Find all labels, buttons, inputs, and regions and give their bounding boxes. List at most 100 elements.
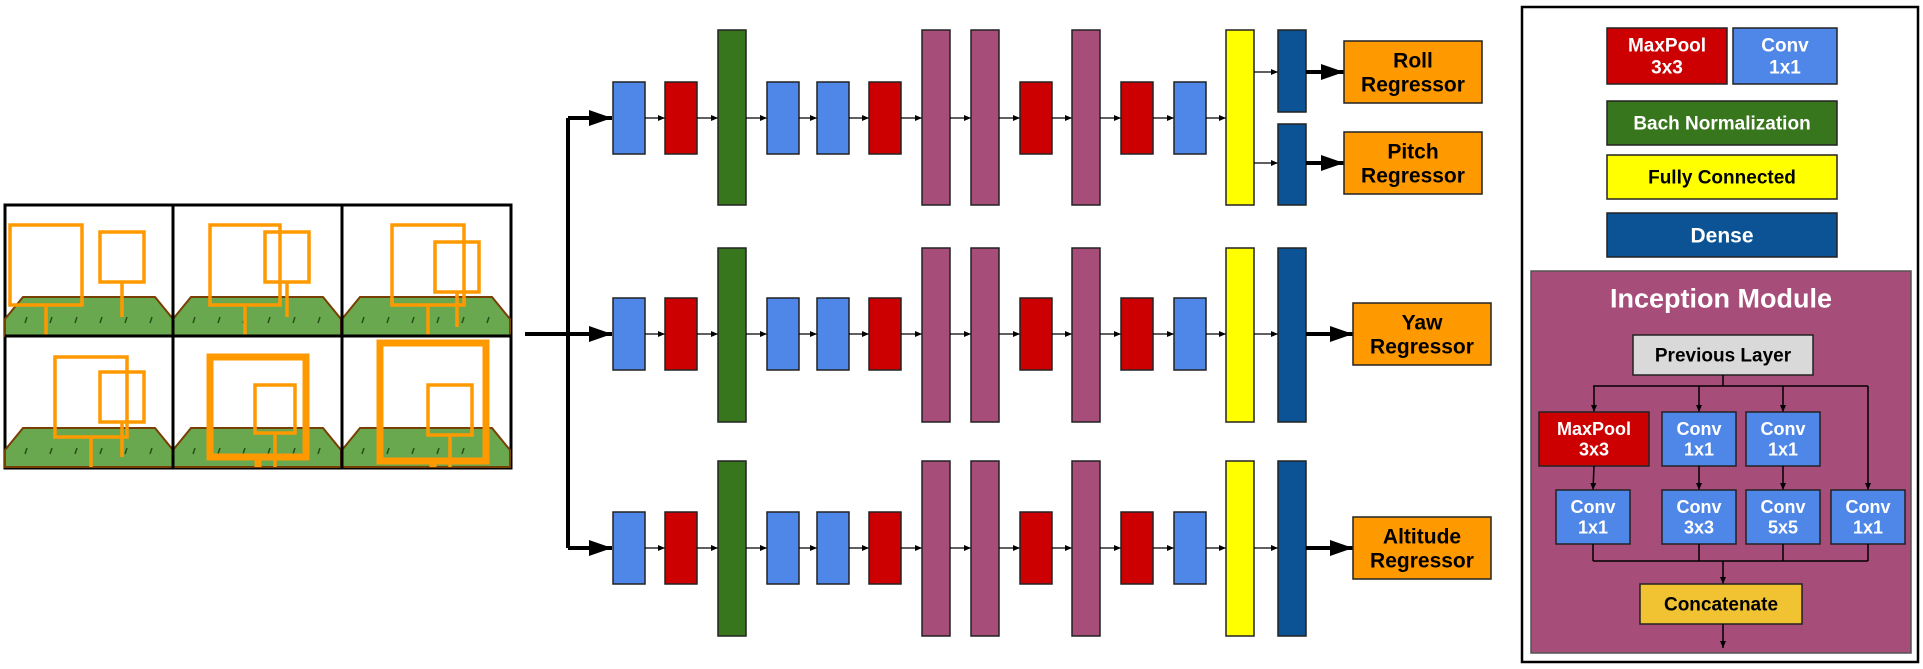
grass-tuft [192,447,196,455]
legend-conv [1732,27,1838,85]
grass-ground [341,296,511,337]
grass-tuft [386,316,390,324]
grass-tuft [317,316,321,324]
inception-layer [970,460,1000,637]
grass-tuft [361,447,365,455]
inception-row1-block [1745,411,1821,467]
input-images-grid [3,203,513,470]
grass-tuft [24,447,28,455]
grass-ground [4,427,174,468]
concatenate-label: Concatenate [1664,595,1778,616]
grass-tuft [411,316,415,324]
previous-layer-label: Previous Layer [1655,346,1792,367]
grass-tuft [192,316,196,324]
conv-layer [766,81,800,155]
grass-tuft [74,316,78,324]
dense-layer [1277,460,1307,637]
maxpool-layer [1019,297,1053,371]
legend-dense-label: Dense [1690,224,1753,247]
grass-tuft [436,447,440,455]
grass-tuft [461,447,465,455]
conv-layer [816,511,850,585]
grass-tuft [411,447,415,455]
maxpool-layer [868,511,902,585]
inception-layer [1071,460,1101,637]
grass-tuft [292,447,296,455]
grass-tuft [486,316,490,324]
maxpool-layer [664,297,698,371]
grass-tuft [217,316,221,324]
legend-fc [1606,154,1838,200]
grass-tuft [24,316,28,324]
conv-layer [1173,297,1207,371]
conv-layer [612,81,646,155]
inception-row2-block [1745,489,1821,545]
inception-layer [921,247,951,423]
regressor-output [1352,516,1492,580]
maxpool-layer [1120,511,1154,585]
maxpool-layer [664,511,698,585]
grass-ground [4,296,174,337]
legend-fc-label: Fully Connected [1648,168,1796,189]
grass-tuft [149,447,153,455]
dense-layer [1277,123,1307,206]
grass-tuft [124,447,128,455]
inception-row2-block [1555,489,1631,545]
grass-tuft [436,316,440,324]
conv-layer [766,511,800,585]
maxpool-layer [1120,297,1154,371]
fc-layer [1225,460,1255,637]
fc-layer [1225,29,1255,206]
inception-title: Inception Module [1610,283,1832,313]
connector-arrow [1590,465,1597,491]
fc-layer [1225,247,1255,423]
conv-layer [1173,511,1207,585]
maxpool-layer [1120,81,1154,155]
conv-layer [766,297,800,371]
inception-layer [1071,29,1101,206]
grass-tuft [267,316,271,324]
grass-tuft [149,316,153,324]
grass-tuft [242,447,246,455]
grass-tuft [292,316,296,324]
conv-layer [816,297,850,371]
connections [525,110,612,556]
dense-layer [1277,247,1307,423]
inception-layer [921,29,951,206]
concatenate-box [1639,583,1803,625]
maxpool-layer [1019,81,1053,155]
grass-tuft [267,447,271,455]
inception-layer [970,247,1000,423]
maxpool-layer [664,81,698,155]
grass-tuft [49,316,53,324]
grass-tuft [386,447,390,455]
grass-tuft [124,316,128,324]
inception-layer [921,460,951,637]
inception-layer [970,29,1000,206]
legend-dense [1606,212,1838,258]
conv-layer [612,297,646,371]
inception-layer [1071,247,1101,423]
inception-row1-block [1661,411,1737,467]
image-cell [341,339,511,468]
grass-tuft [217,447,221,455]
dense-layer [1277,29,1307,113]
batchnorm-layer [717,460,747,637]
grass-tuft [317,447,321,455]
legend-batchnorm-label: Bach Normalization [1633,114,1810,135]
